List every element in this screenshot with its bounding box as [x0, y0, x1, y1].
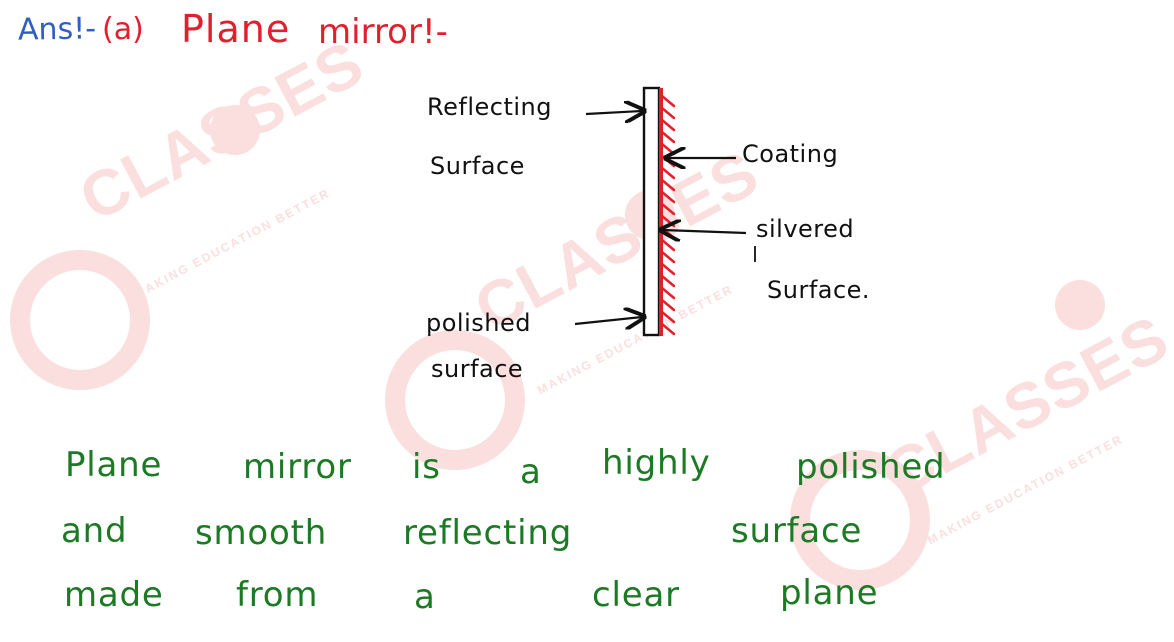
- coating-hatch: [660, 178, 676, 192]
- text-word: highly: [602, 443, 711, 483]
- coating-hatch: [660, 202, 676, 216]
- label-polished: polished: [426, 309, 531, 337]
- coating-hatch: [660, 238, 676, 252]
- text-word: smooth: [195, 513, 328, 553]
- answer-part-label: (a): [102, 12, 144, 47]
- silvered-surface-arrow: [663, 230, 747, 233]
- text-word: polished: [796, 447, 946, 487]
- coating-hatch: [660, 130, 676, 144]
- text-word: Plane: [65, 445, 163, 485]
- coating-hatch: [660, 322, 676, 336]
- reflecting-surface-arrow: [585, 111, 642, 114]
- coating-hatch: [660, 214, 676, 228]
- text-word: from: [236, 575, 319, 615]
- coating-hatch: [660, 298, 676, 312]
- text-word: reflecting: [403, 513, 573, 553]
- heading-title: Plane: [181, 7, 291, 51]
- text-word: plane: [780, 573, 879, 613]
- coating-hatch: [660, 286, 676, 300]
- text-word: clear: [592, 575, 680, 615]
- heading-subtitle: mirror!-: [318, 12, 448, 52]
- polished-surface-arrow: [574, 317, 642, 324]
- coating-hatch: [660, 94, 676, 108]
- text-word: made: [64, 575, 164, 615]
- label-silvered: silvered: [756, 215, 855, 243]
- label-coating: Coating: [742, 140, 839, 168]
- coating-hatch: [660, 274, 676, 288]
- text-word: and: [61, 511, 128, 551]
- coating-hatch: [660, 310, 676, 324]
- label-surface-bottom: surface: [431, 355, 524, 383]
- coating-hatch: [660, 142, 676, 156]
- coating-hatch: [660, 118, 676, 132]
- label-surface-right: Surface.: [767, 276, 871, 304]
- coating-hatch: [660, 166, 676, 180]
- text-word: a: [520, 452, 542, 492]
- coating-hatch: [660, 262, 676, 276]
- label-surface-top: Surface: [430, 152, 525, 180]
- mirror-glass: [642, 86, 661, 337]
- text-word: surface: [731, 511, 863, 551]
- text-word: is: [412, 447, 441, 487]
- text-word: mirror: [243, 447, 352, 487]
- coating-hatch: [660, 190, 676, 204]
- coating-hatch: [660, 250, 676, 264]
- text-word: a: [414, 577, 436, 617]
- coating-hatches: [660, 94, 676, 336]
- coating-hatch: [660, 106, 676, 120]
- label-reflecting: Reflecting: [427, 93, 552, 121]
